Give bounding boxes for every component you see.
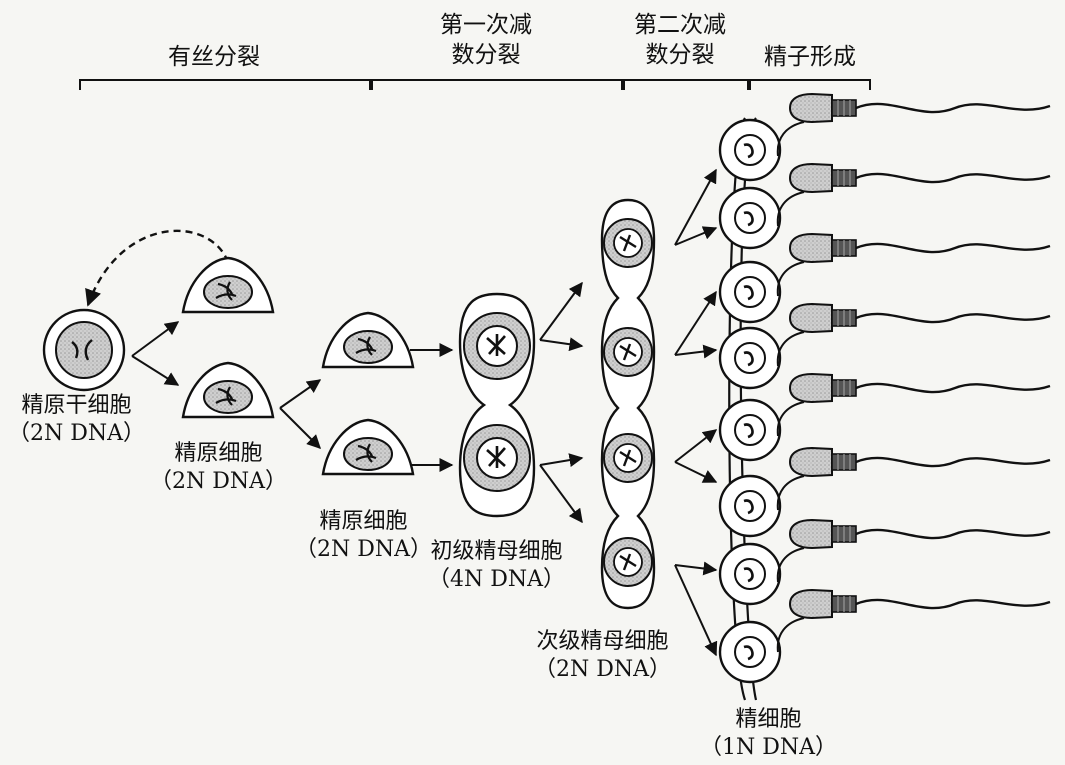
stage-label-meiosis2-line1: 第二次减 bbox=[634, 12, 726, 38]
label-stem-cell-name: 精原干细胞 bbox=[21, 393, 132, 418]
arrows-to-secondary bbox=[539, 281, 584, 524]
sperm-8 bbox=[776, 588, 1051, 653]
label-stem-cell-dna: （2N DNA） bbox=[8, 421, 146, 446]
label-secondary-spermatocyte: 次级精母细胞 （2N DNA） bbox=[534, 628, 671, 684]
arrows-to-primary bbox=[410, 343, 454, 472]
label-spermatogonium-1-name: 精原细胞 bbox=[174, 441, 263, 466]
sperm-3 bbox=[776, 232, 1051, 297]
secondary-spermatocyte-4 bbox=[603, 537, 653, 587]
sperm-2 bbox=[776, 162, 1051, 227]
label-spermatogonium-1: 精原细胞 （2N DNA） bbox=[150, 440, 287, 496]
label-spermatogonium-2-dna: （2N DNA） bbox=[295, 537, 433, 562]
spermatid-7 bbox=[718, 542, 782, 606]
label-stem-cell: 精原干细胞 （2N DNA） bbox=[8, 392, 145, 448]
stage-label-meiosis2-line2: 数分裂 bbox=[645, 42, 715, 68]
secondary-spermatocyte-2 bbox=[603, 327, 653, 377]
sperm-7 bbox=[776, 518, 1051, 583]
primary-spermatocytes bbox=[458, 292, 536, 518]
stage-label-mitosis: 有丝分裂 bbox=[168, 44, 260, 70]
self-renewal-dashed-arrow bbox=[85, 229, 230, 307]
spermatogonium-lower bbox=[181, 361, 275, 419]
sperm-6 bbox=[776, 446, 1051, 511]
stem-branch-arrows bbox=[131, 321, 180, 386]
spermatid-3 bbox=[718, 260, 782, 324]
stage-label-meiosis1-line2: 数分裂 bbox=[451, 42, 521, 68]
label-spermatid: 精细胞 （1N DNA） bbox=[700, 706, 837, 762]
secondary-spermatocyte-1 bbox=[603, 218, 653, 268]
stage-bracket-spermiogenesis bbox=[749, 79, 871, 90]
sperm-5 bbox=[776, 372, 1051, 437]
spermatid-column bbox=[718, 117, 782, 701]
stage-label-meiosis1: 第一次减 数分裂 bbox=[440, 10, 532, 70]
label-primary-spermatocyte-name: 初级精母细胞 bbox=[430, 539, 563, 564]
secondary-spermatocytes bbox=[600, 198, 656, 610]
sperm-4 bbox=[776, 302, 1051, 367]
label-spermatogonium-2-name: 精原细胞 bbox=[319, 509, 408, 534]
label-spermatogonium-2: 精原细胞 （2N DNA） bbox=[295, 508, 432, 564]
stage-bracket-meiosis2 bbox=[623, 79, 749, 90]
label-secondary-spermatocyte-dna: （2N DNA） bbox=[534, 657, 672, 682]
stage-label-meiosis1-line1: 第一次减 bbox=[440, 12, 532, 38]
arrows-to-spermatids bbox=[674, 168, 718, 657]
stage-bracket-meiosis1 bbox=[371, 79, 623, 90]
spermatid-2 bbox=[718, 186, 782, 250]
label-secondary-spermatocyte-name: 次级精母细胞 bbox=[536, 629, 669, 654]
sperm-1 bbox=[776, 92, 1051, 157]
stage-bracket-mitosis bbox=[79, 79, 371, 90]
stem-cell bbox=[42, 308, 126, 392]
secondary-spermatocyte-3 bbox=[603, 433, 653, 483]
spermatid-1 bbox=[718, 118, 782, 182]
spermatid-6 bbox=[718, 474, 782, 538]
label-spermatogonium-1-dna: （2N DNA） bbox=[150, 469, 288, 494]
spermatogonium-branch-arrows bbox=[279, 379, 322, 449]
label-primary-spermatocyte: 初级精母细胞 （4N DNA） bbox=[428, 538, 565, 594]
spermatogonium-upper bbox=[181, 256, 275, 314]
label-spermatid-name: 精细胞 bbox=[735, 707, 802, 732]
spermatogonium-a bbox=[321, 311, 415, 369]
stage-label-spermiogenesis: 精子形成 bbox=[764, 44, 856, 70]
label-primary-spermatocyte-dna: （4N DNA） bbox=[428, 567, 566, 592]
stage-label-meiosis2: 第二次减 数分裂 bbox=[634, 10, 726, 70]
spermatid-4 bbox=[718, 326, 782, 390]
label-spermatid-dna: （1N DNA） bbox=[700, 735, 838, 760]
spermatid-5 bbox=[718, 398, 782, 462]
spermatid-8 bbox=[718, 620, 782, 684]
spermatogonium-b bbox=[321, 418, 415, 476]
sperm-group bbox=[776, 92, 1051, 653]
